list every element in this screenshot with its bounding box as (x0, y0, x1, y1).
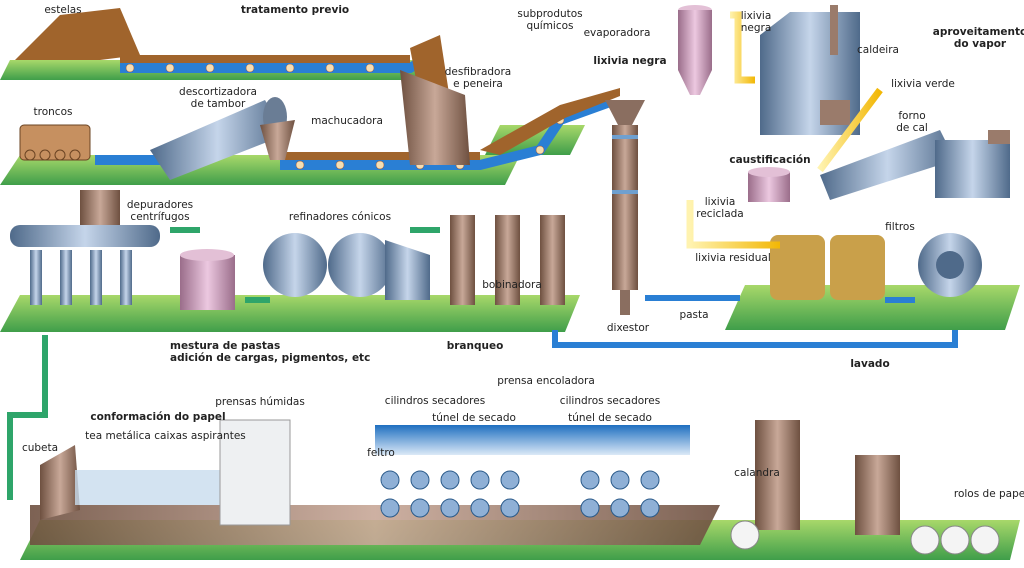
label-lixivia-residual: lixivia residual (695, 252, 771, 264)
label-dixestor: dixestor (606, 322, 650, 334)
bleaching-towers (450, 215, 565, 305)
label-prensa-encoladora: prensa encoladora (497, 375, 595, 387)
label-line: de cal (896, 122, 928, 134)
label-line: e peneira (453, 78, 503, 90)
label-pasta: pasta (679, 309, 709, 321)
label-cubeta: cubeta (21, 442, 59, 454)
label-lixivia-negra: lixivia negra (593, 55, 667, 67)
label-line: de tambor (190, 98, 246, 110)
defibrator (400, 70, 470, 165)
label-line: depuradores (126, 199, 194, 211)
washing-filters (770, 233, 982, 300)
label-line: do vapor (953, 38, 1007, 50)
stock-pipes (7, 227, 440, 500)
pulp-pipes (552, 295, 958, 348)
label-lavado: lavado (850, 358, 890, 370)
chipper (260, 120, 295, 160)
causticizing-tank (748, 167, 790, 202)
label-tratamento-previo: tratamento previo (240, 4, 350, 16)
label-line: lixivia (740, 10, 772, 22)
label-line: negra (740, 22, 772, 34)
evaporator (678, 5, 712, 95)
label-line: descortizadora (179, 86, 257, 98)
logs-pile (19, 124, 91, 161)
paper-machine (40, 419, 1000, 555)
label-line: centrífugos (130, 211, 190, 223)
label-line: reciclada (696, 208, 744, 220)
cleaners (10, 190, 160, 305)
label-bobinadora: bobinadora (482, 279, 542, 291)
boiler (760, 5, 860, 135)
label-troncos: troncos (33, 106, 73, 118)
label-tunel-secado-2: túnel de secado (568, 412, 652, 424)
label-line: forno (898, 110, 926, 122)
label-machucadora: machucadora (311, 115, 383, 127)
label-refinadores: refinadores cónicos (288, 211, 392, 223)
label-prensas-humidas: prensas húmidas (215, 396, 305, 408)
label-line: desfibradora (444, 66, 512, 78)
label-caldeira: caldeira (857, 44, 899, 56)
label-caustificacion: caustificación (729, 154, 811, 166)
label-line: adición de cargas, pigmentos, etc (170, 352, 371, 364)
lime-kiln (820, 130, 1010, 200)
label-line: químicos (526, 20, 574, 32)
label-branqueo: branqueo (446, 340, 504, 352)
label-caixas-aspirantes: caixas aspirantes (154, 430, 246, 442)
label-conformacion: conformación do papel (90, 411, 226, 423)
label-line: subprodutos (517, 8, 583, 20)
label-calandra: calandra (734, 467, 780, 479)
label-cilindros-secadores-2: cilindros secadores (559, 395, 661, 407)
label-line: aproveitamento (932, 26, 1024, 38)
label-lixivia-verde: lixivia verde (891, 78, 955, 90)
label-cilindros-secadores-1: cilindros secadores (384, 395, 486, 407)
label-line: lixivia (704, 196, 736, 208)
label-feltro: feltro (367, 447, 395, 459)
conical-refiners (263, 233, 430, 300)
liquor-flow-arrows (655, 11, 900, 249)
label-tunel-secado-1: túnel de secado (432, 412, 516, 424)
label-evaporadora: evaporadora (583, 27, 651, 39)
label-tea-metalica: tea metálica (85, 430, 151, 442)
label-filtros: filtros (885, 221, 915, 233)
label-line: mestura de pastas (170, 340, 281, 352)
label-rolos-papel: rolos de papel (953, 488, 1024, 500)
label-estelas: estelas (44, 4, 82, 16)
digester (605, 100, 645, 315)
mixing-tank (180, 249, 235, 310)
